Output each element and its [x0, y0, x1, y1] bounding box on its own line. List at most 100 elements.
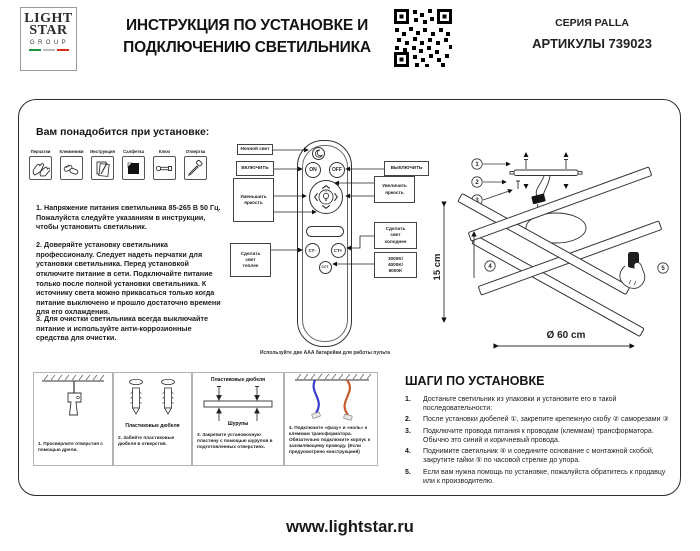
panel-2-label: Пластиковые дюбеля: [125, 423, 180, 429]
panel-3-label-bottom: Шурупы: [227, 421, 249, 427]
tool-box-screwdriver: [184, 156, 207, 180]
label-colder: Сделать свет холоднее: [374, 222, 417, 249]
brightness-dpad: [309, 180, 343, 214]
step-number: 5.: [405, 468, 411, 476]
height-label: 15 cm: [432, 254, 443, 281]
tool-label-napkin: Салфетка: [123, 149, 144, 154]
install-panel-3: Пластиковые дюбеля Шурупы 3. Закрепите у…: [192, 372, 284, 466]
callout-5-circle: [657, 262, 669, 274]
arrow-down-icon: [321, 205, 331, 209]
hand-icon: [619, 262, 646, 289]
dpad-arrows-icon: [314, 185, 338, 209]
main-content-frame: [18, 99, 681, 496]
articles-label: АРТИКУЛЫ 739023: [532, 36, 652, 51]
night-light-button: [311, 146, 325, 160]
logo-line3: GROUP: [29, 39, 69, 46]
remote-control: ON OFF CT- CT+ CCT: [297, 140, 352, 347]
steps-heading: ШАГИ ПО УСТАНОВКЕ: [405, 374, 545, 388]
bulb-icon: [322, 191, 330, 201]
instruction-paragraph-1: 1. Напряжение питания светильника 85-265…: [36, 203, 221, 232]
callout-1-circle: [471, 158, 483, 170]
install-panel-1: 1. Просверлите отверстия с помощью дрели…: [33, 372, 113, 466]
ct-minus-button: CT-: [304, 242, 320, 258]
tool-label-connectors: Клеммники: [59, 149, 84, 154]
mounting-plate: [509, 159, 583, 189]
label-night-light: Ночной свет: [237, 144, 273, 155]
lightstar-logo: LIGHT STAR GROUP: [20, 7, 77, 71]
header-article-block: СЕРИЯ PALLA АРТИКУЛЫ 739023: [497, 17, 687, 51]
callout-3: 3: [475, 198, 479, 204]
callout-1: 1: [475, 162, 479, 168]
step-item-2: 2. После установки дюбелей ①, закрепите …: [405, 416, 677, 425]
wire-connectors-icon: [63, 164, 79, 175]
remote-faceplate: [301, 145, 348, 342]
panel-2-caption: 2. Забейте пластиковые дюбеля в отверсти…: [118, 435, 175, 447]
tool-box-gloves: [29, 156, 52, 180]
diameter-label: Ø 60 cm: [547, 330, 586, 341]
step-number: 1.: [405, 396, 411, 403]
callout-2: 2: [475, 180, 479, 186]
step-text: Достаньте светильник из упаковки и устан…: [423, 396, 617, 412]
tool-box-wrench: [153, 156, 176, 180]
napkin-icon: [127, 162, 139, 174]
moon-icon: [314, 149, 323, 158]
panel-3-label-top: Пластиковые дюбеля: [210, 377, 266, 383]
label-cct-values: 3000K/ 4000K/ 6000K: [374, 252, 417, 278]
label-turn-off: ВЫКЛЮЧИТЬ: [384, 161, 429, 176]
gloves-icon: [32, 162, 50, 176]
tool-box-napkin: [122, 156, 145, 180]
hand-with-remote: [619, 252, 646, 289]
install-panel-2: Пластиковые дюбеля 2. Забейте пластиковы…: [113, 372, 192, 466]
lamp-bars: [457, 166, 662, 337]
step-number: 2.: [405, 416, 411, 424]
page-title-line1: ИНСТРУКЦИЯ ПО УСТАНОВКЕ И: [125, 17, 369, 34]
page-title: ИНСТРУКЦИЯ ПО УСТАНОВКЕ И ПОДКЛЮЧЕНИЮ СВ…: [88, 15, 406, 58]
installation-steps: ШАГИ ПО УСТАНОВКЕ 1. Достаньте светильни…: [405, 374, 677, 489]
italian-flag-icon: [21, 48, 76, 52]
step-item-1: 1. Достаньте светильник из упаковки и ус…: [405, 396, 677, 414]
step-text: Если вам нужна помощь по установке, пожа…: [423, 468, 666, 485]
step-text: Поднимите светильник ④ и соедините основ…: [423, 448, 654, 465]
page-title-line2: ПОДКЛЮЧЕНИЮ СВЕТИЛЬНИКА: [123, 38, 371, 56]
neutral-wire: [312, 379, 320, 414]
callout-2-circle: [471, 176, 483, 188]
instruction-paragraph-2: 2. Доверяйте установку светильника профе…: [36, 240, 221, 317]
step-number: 4.: [405, 448, 411, 456]
step-item-4: 4. Поднимите светильник ④ и соедините ос…: [405, 448, 677, 466]
screwdriver-icon: [188, 159, 203, 176]
logo-line1: LIGHT: [24, 11, 73, 26]
logo-line2: STAR: [29, 23, 68, 39]
cct-cycle-button: CCT: [318, 260, 332, 274]
tool-label-wrench: Ключ: [158, 149, 171, 154]
label-dim: Уменьшить яркость: [233, 178, 274, 222]
callout-4: 4: [488, 264, 492, 270]
tool-label-screwdriver: Отвертка: [185, 149, 206, 154]
tool-label-gloves: Перчатки: [30, 149, 51, 154]
step-text: Подключите провода питания к проводам (к…: [423, 427, 654, 444]
instruction-paragraph-3: 3. Для очистки светильника всегда выключ…: [36, 314, 208, 343]
step-item-3: 3. Подключите провода питания к проводам…: [405, 428, 677, 446]
label-turn-on: ВКЛЮЧИТЬ: [236, 161, 274, 176]
wire-connector-block: [531, 193, 546, 205]
dowels-illustration: [129, 379, 175, 415]
off-button: OFF: [329, 162, 345, 178]
lamp-canopy: [525, 212, 587, 244]
callout-4-circle: [484, 260, 496, 272]
step-text: После установки дюбелей ①, закрепите кре…: [423, 416, 669, 424]
tool-label-manual: Инструкция: [89, 149, 116, 154]
requirements-heading: Вам понадобится при установке:: [36, 126, 210, 138]
panel-3-caption: 3. Закрепите установочную пластину с пом…: [197, 432, 273, 450]
on-button: ON: [305, 162, 321, 178]
battery-note: Используйте две AAA батарейки для работы…: [259, 350, 391, 356]
tool-box-manual: [91, 156, 114, 180]
phase-wire: [343, 379, 351, 416]
drill-ceiling-illustration: [42, 374, 105, 416]
website-url: www.lightstar.ru: [286, 518, 414, 536]
arrow-right-icon: [334, 192, 338, 202]
tool-box-connectors: [60, 156, 83, 180]
arrow-left-icon: [314, 192, 318, 202]
ct-plus-button: CT+: [330, 242, 346, 258]
wrench-icon: [155, 165, 172, 171]
series-label: СЕРИЯ PALLA: [555, 17, 629, 29]
